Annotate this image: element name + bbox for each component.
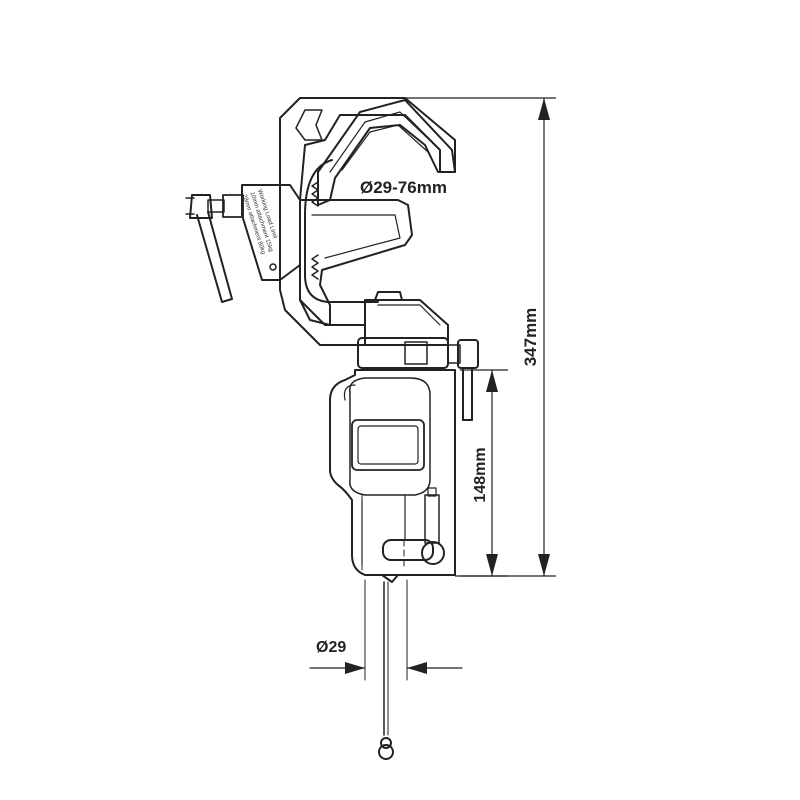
rivet-icon (269, 263, 277, 271)
spigot-dimension-guides (364, 579, 408, 681)
throat-teeth (311, 181, 319, 280)
clamp-range-label: Ø29-76mm (360, 178, 447, 197)
safety-wire (378, 574, 399, 760)
guide-rod (424, 487, 440, 544)
wire-loop-icon (378, 744, 394, 760)
eyelet-ring-icon (380, 737, 392, 749)
body-height-arrow-heads (486, 370, 498, 576)
body-height-dimension (460, 369, 508, 577)
keyhole-slot-icon (295, 109, 323, 141)
total-height-arrow-heads (538, 98, 550, 576)
collar (357, 337, 461, 369)
spigot-center-lines (361, 494, 405, 571)
total-height-label: 347mm (521, 308, 540, 367)
spigot-diameter-label: Ø29 (316, 639, 346, 656)
main-body (329, 369, 456, 576)
hook-throat (304, 159, 379, 303)
body-height-label: 148mm (472, 447, 489, 502)
locking-pin (457, 339, 479, 421)
bottom-knob (382, 539, 445, 565)
spigot-arrow-heads (345, 662, 427, 674)
t-handle (196, 211, 233, 303)
window-recess (351, 419, 425, 471)
label-plate-text: Working Load Limit 10mm attachment 15kg … (241, 189, 278, 255)
wing-screw (185, 194, 244, 303)
lower-jaw (299, 199, 413, 326)
label-plate (241, 184, 301, 281)
